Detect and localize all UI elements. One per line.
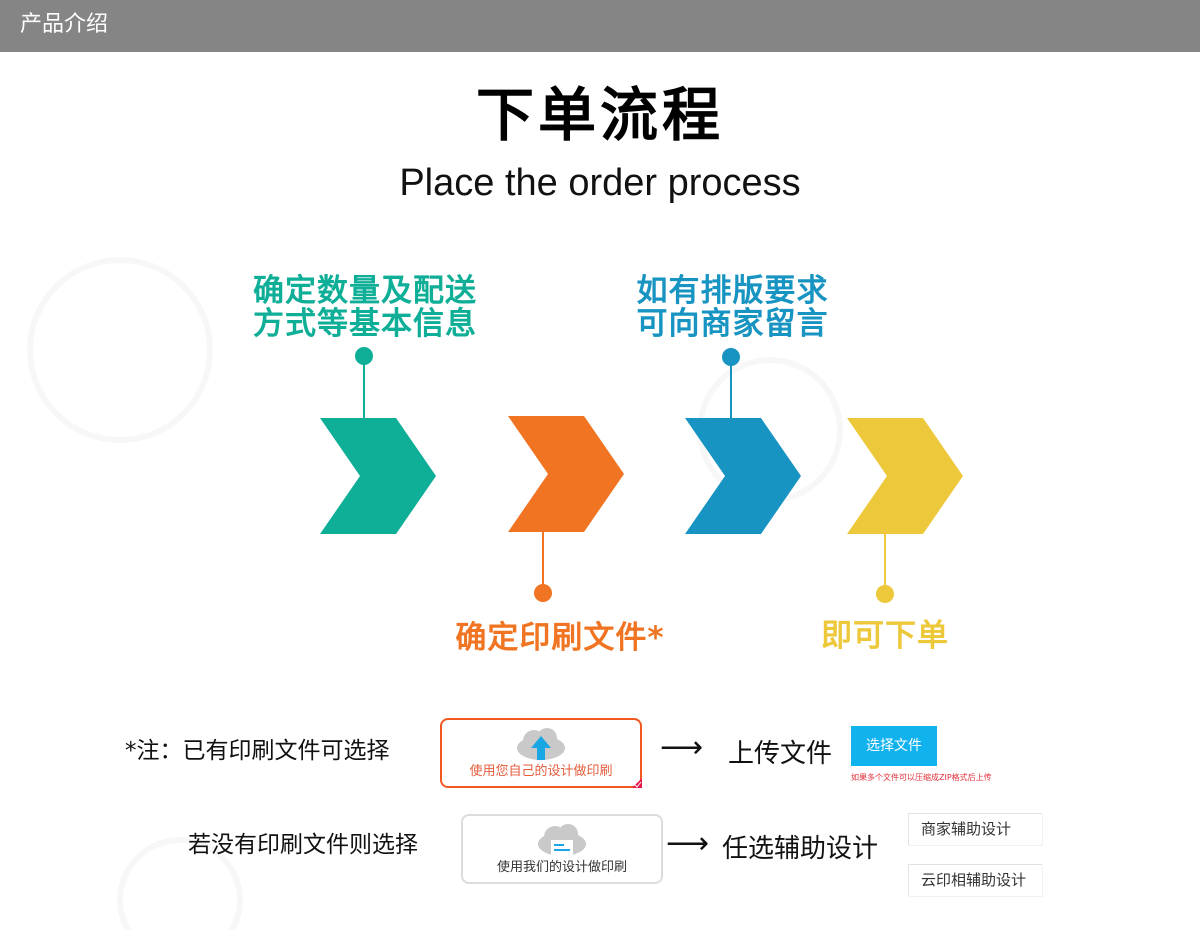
has-file-note: *注：已有印刷文件可选择 <box>125 738 390 764</box>
step-4-chevron-icon <box>847 418 963 534</box>
step-3-label: 如有排版要求 可向商家留言 <box>605 275 860 341</box>
step-4-line <box>884 534 886 588</box>
upload-hint: 如果多个文件可以压缩成ZIP格式后上传 <box>851 773 992 782</box>
our-design-caption: 使用我们的设计做印刷 <box>496 860 627 875</box>
upload-label: 上传文件 <box>728 739 833 769</box>
page-subtitle: Place the order process <box>399 162 801 204</box>
our-design-option[interactable]: 使用我们的设计做印刷 <box>461 814 663 884</box>
page-title: 下单流程 <box>475 81 724 149</box>
step-1-chevron-icon <box>320 418 436 534</box>
arrow-to-assist: ⟶ <box>666 826 710 861</box>
step-2-line <box>542 532 544 586</box>
own-design-option[interactable]: 使用您自己的设计做印刷 <box>440 718 642 788</box>
step-1-line-2: 方式等基本信息 <box>253 306 477 342</box>
merchant-assist-button[interactable]: 商家辅助设计 <box>908 813 1042 845</box>
step-1-dot <box>355 347 373 365</box>
step-1-label: 确定数量及配送 方式等基本信息 <box>230 275 500 341</box>
own-design-caption: 使用您自己的设计做印刷 <box>469 764 613 779</box>
header-bar <box>0 0 1200 52</box>
step-3-dot <box>722 348 740 366</box>
step-1-line <box>363 362 365 418</box>
cloud-upload-icon <box>517 728 565 760</box>
step-2-dot <box>534 584 552 602</box>
step-3-line-2: 可向商家留言 <box>636 306 829 342</box>
arrow-to-upload: ⟶ <box>660 730 704 765</box>
step-2-label: 确定印刷文件* <box>455 620 665 656</box>
yunyinxiang-assist-button[interactable]: 云印相辅助设计 <box>908 864 1042 896</box>
step-4-dot <box>876 585 894 603</box>
no-file-note: 若没有印刷文件则选择 <box>188 832 418 858</box>
step-3-line <box>730 364 732 418</box>
select-file-button[interactable]: 选择文件 <box>851 726 937 766</box>
step-3-line-1: 如有排版要求 <box>636 273 829 309</box>
header-title: 产品介绍 <box>20 12 109 37</box>
cloud-document-icon <box>538 824 586 856</box>
step-1-line-1: 确定数量及配送 <box>253 273 477 309</box>
selected-check-icon <box>632 778 642 788</box>
step-4-label: 即可下单 <box>821 618 949 654</box>
step-3-chevron-icon <box>685 418 801 534</box>
assist-label: 任选辅助设计 <box>722 834 879 864</box>
step-2-chevron-icon <box>508 416 624 532</box>
